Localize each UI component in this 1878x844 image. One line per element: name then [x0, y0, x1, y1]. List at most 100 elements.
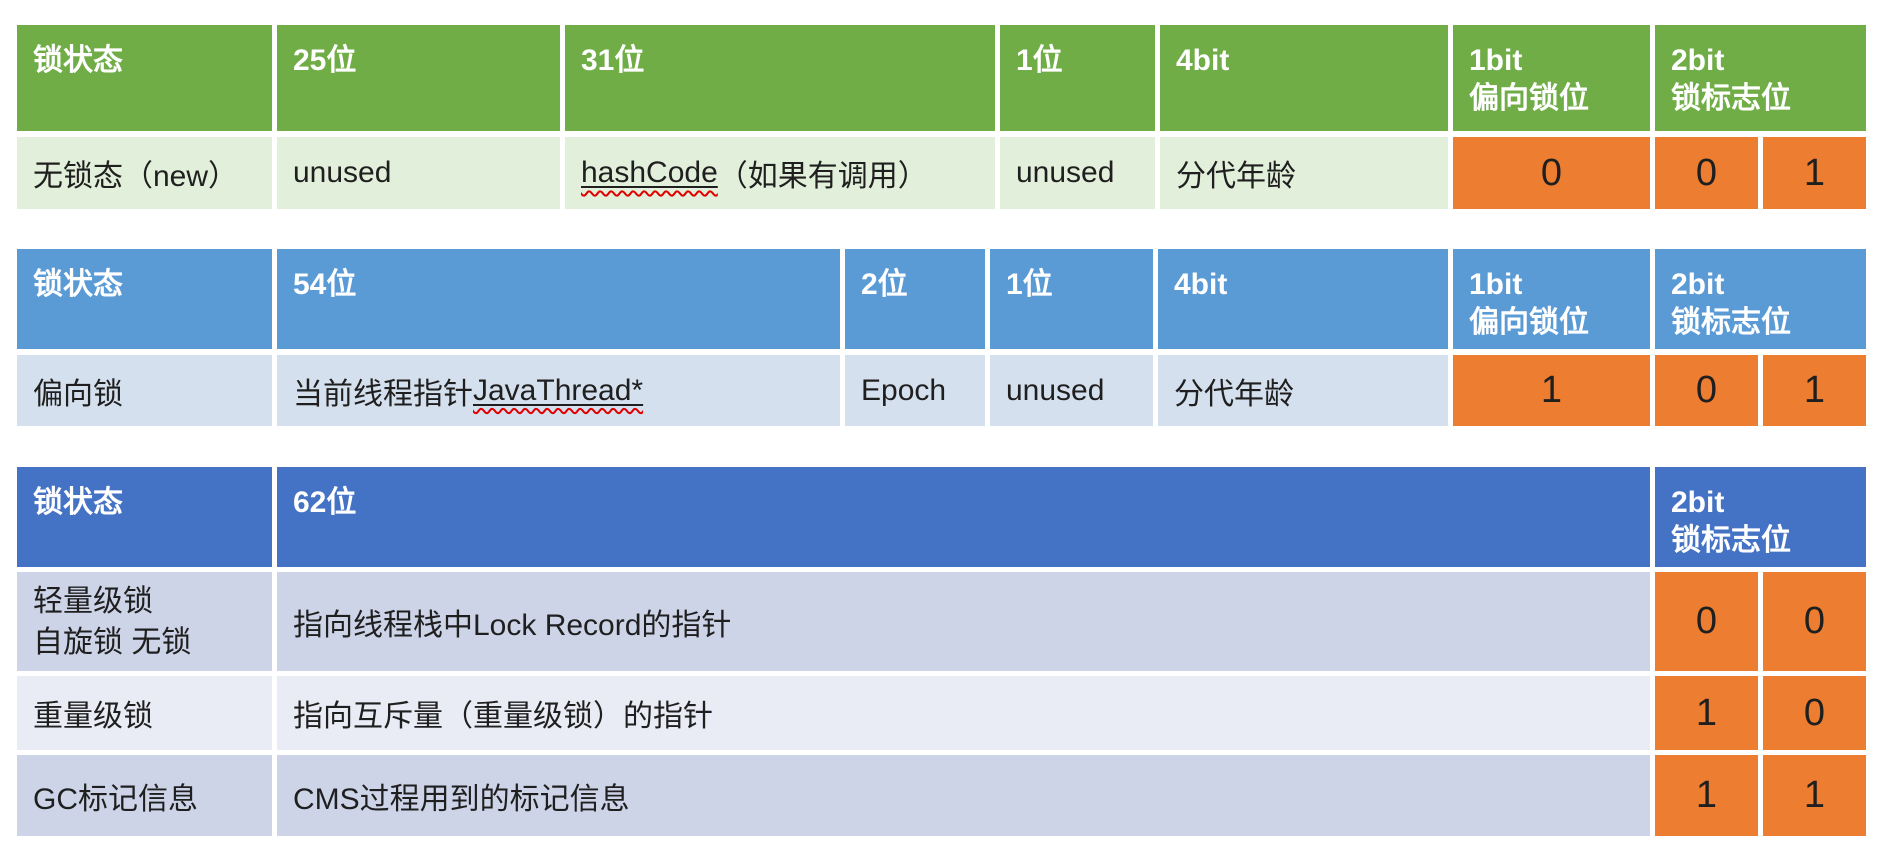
- bit-value: 0: [1695, 369, 1718, 411]
- bit-value: 0: [1803, 691, 1826, 734]
- bit-value: 1: [1803, 774, 1826, 816]
- lock-flag-bit-cell: 1: [1655, 676, 1758, 750]
- header-label: 锁标志位: [1671, 306, 1791, 339]
- header-label: 1位: [1006, 268, 1053, 301]
- cell-text: unused: [293, 156, 392, 189]
- cell-lock-state: 偏向锁: [17, 355, 272, 426]
- header-label: 锁状态: [33, 268, 123, 301]
- bit-value: 0: [1695, 600, 1718, 642]
- header-cell-4bit-age: 4bit: [1160, 25, 1448, 131]
- lock-flag-bit-cell: 0: [1655, 355, 1758, 426]
- bit-value: 1: [1803, 151, 1826, 194]
- table-biased-data-row: 偏向锁 当前线程指针 JavaThread* Epoch unused 分代年龄…: [17, 355, 1866, 426]
- misspelled-word: JavaThread*: [473, 374, 643, 408]
- cell-description: 指向线程栈中Lock Record的指针: [277, 572, 1650, 671]
- header-label: 1bit: [1469, 268, 1523, 301]
- cell-text: 轻量级锁: [33, 584, 153, 618]
- header-cell-25bit: 25位: [277, 25, 560, 131]
- cell-lock-state: 轻量级锁 自旋锁 无锁: [17, 572, 272, 671]
- header-label: 2bit: [1671, 486, 1725, 519]
- header-label: 2bit: [1671, 44, 1725, 77]
- cell-text: 当前线程指针: [293, 377, 473, 411]
- bit-value: 1: [1695, 691, 1718, 734]
- cell-lock-state: 重量级锁: [17, 676, 272, 750]
- cell-text: 自旋锁 无锁: [33, 625, 192, 659]
- bit-value: 1: [1540, 369, 1563, 411]
- header-label: 锁标志位: [1671, 524, 1791, 557]
- header-cell-lock-state: 锁状态: [17, 249, 272, 349]
- header-cell-54bit: 54位: [277, 249, 840, 349]
- cell-text: 分代年龄: [1174, 377, 1294, 411]
- header-label: 2bit: [1671, 268, 1725, 301]
- lock-flag-bit-cell: 1: [1655, 755, 1758, 836]
- header-label: 锁状态: [33, 44, 123, 77]
- cell-text: Epoch: [861, 373, 947, 407]
- header-label: 54位: [293, 268, 357, 301]
- cell-text: unused: [1016, 156, 1115, 189]
- cell-text: JavaThread*: [473, 373, 644, 407]
- header-label: 偏向锁位: [1469, 82, 1589, 115]
- lock-flag-bits: 1 0: [1655, 676, 1866, 750]
- cell-description: 指向互斥量（重量级锁）的指针: [277, 676, 1650, 750]
- cell-description: CMS过程用到的标记信息: [277, 755, 1650, 836]
- lock-flag-bit-cell: 0: [1655, 137, 1758, 209]
- cell-hashcode: hashCode（如果有调用）: [565, 137, 995, 209]
- lock-flag-bit-cell: 1: [1763, 355, 1866, 426]
- header-cell-lock-state: 锁状态: [17, 467, 272, 567]
- table-other-lock-states: 锁状态 62位 2bit 锁标志位 轻量级锁 自旋锁 无锁 指向线程栈中Lock…: [17, 467, 1866, 836]
- table-no-lock-header-row: 锁状态 25位 31位 1位 4bit 1bit 偏向锁位 2bit 锁标志位: [17, 25, 1866, 131]
- header-label: 锁状态: [33, 486, 123, 519]
- header-label: 62位: [293, 486, 357, 519]
- header-cell-bias-lock-bit: 1bit 偏向锁位: [1453, 25, 1650, 131]
- table-biased-lock: 锁状态 54位 2位 1位 4bit 1bit 偏向锁位 2bit 锁标志位 偏…: [17, 249, 1866, 426]
- cell-epoch: Epoch: [845, 355, 985, 426]
- table-no-lock-data-row: 无锁态（new） unused hashCode（如果有调用） unused 分…: [17, 137, 1866, 209]
- table-biased-header-row: 锁状态 54位 2位 1位 4bit 1bit 偏向锁位 2bit 锁标志位: [17, 249, 1866, 349]
- bit-value: 1: [1695, 774, 1718, 816]
- lock-flag-bits: 0 0: [1655, 572, 1866, 671]
- bit-value: 1: [1803, 369, 1826, 411]
- header-cell-lock-flag-bit: 2bit 锁标志位: [1655, 249, 1866, 349]
- table-no-lock-state: 锁状态 25位 31位 1位 4bit 1bit 偏向锁位 2bit 锁标志位 …: [17, 25, 1866, 209]
- cell-text: 指向线程栈中Lock Record的指针: [293, 608, 732, 642]
- table-other-header-row: 锁状态 62位 2bit 锁标志位: [17, 467, 1866, 567]
- bit-value: 0: [1803, 600, 1826, 642]
- cell-text: 重量级锁: [33, 700, 153, 733]
- table-other-row-heavyweight: 重量级锁 指向互斥量（重量级锁）的指针 1 0: [17, 676, 1866, 750]
- header-cell-lock-state: 锁状态: [17, 25, 272, 131]
- cell-text: 指向互斥量（重量级锁）的指针: [293, 700, 713, 733]
- header-label: 31位: [581, 44, 645, 77]
- table-other-row-gc-mark: GC标记信息 CMS过程用到的标记信息 1 1: [17, 755, 1866, 836]
- header-label: 锁标志位: [1671, 82, 1791, 115]
- header-label: 4bit: [1174, 268, 1228, 301]
- cell-generation-age: 分代年龄: [1160, 137, 1448, 209]
- bit-value: 0: [1695, 151, 1718, 194]
- lock-flag-bit-cell: 1: [1763, 755, 1866, 836]
- lock-flag-bits: 0 1: [1655, 137, 1866, 209]
- cell-text: CMS过程用到的标记信息: [293, 782, 630, 816]
- header-cell-bias-lock-bit: 1bit 偏向锁位: [1453, 249, 1650, 349]
- cell-thread-pointer: 当前线程指针 JavaThread*: [277, 355, 840, 426]
- header-cell-lock-flag-bit: 2bit 锁标志位: [1655, 467, 1866, 567]
- header-cell-4bit-age: 4bit: [1158, 249, 1448, 349]
- cell-text: 偏向锁: [33, 377, 123, 411]
- bias-bit-cell: 0: [1453, 137, 1650, 209]
- header-label: 4bit: [1176, 44, 1230, 77]
- cell-text: GC标记信息: [33, 782, 198, 816]
- table-other-row-lightweight: 轻量级锁 自旋锁 无锁 指向线程栈中Lock Record的指针 0 0: [17, 572, 1866, 671]
- cell-unused-1bit: unused: [1000, 137, 1155, 209]
- bias-bit-cell: 1: [1453, 355, 1650, 426]
- lock-flag-bit-cell: 0: [1763, 676, 1866, 750]
- header-label: 2位: [861, 268, 908, 301]
- header-label: 偏向锁位: [1469, 306, 1589, 339]
- header-cell-2bit-epoch: 2位: [845, 249, 985, 349]
- header-cell-31bit: 31位: [565, 25, 995, 131]
- cell-lock-state: 无锁态（new）: [17, 137, 272, 209]
- lock-flag-bit-cell: 0: [1655, 572, 1758, 671]
- cell-text: 无锁态（new）: [33, 160, 239, 193]
- bit-value: 0: [1540, 151, 1563, 194]
- cell-text: （如果有调用）: [717, 160, 928, 193]
- cell-unused-1bit: unused: [990, 355, 1153, 426]
- lock-flag-bits: 1 1: [1655, 755, 1866, 836]
